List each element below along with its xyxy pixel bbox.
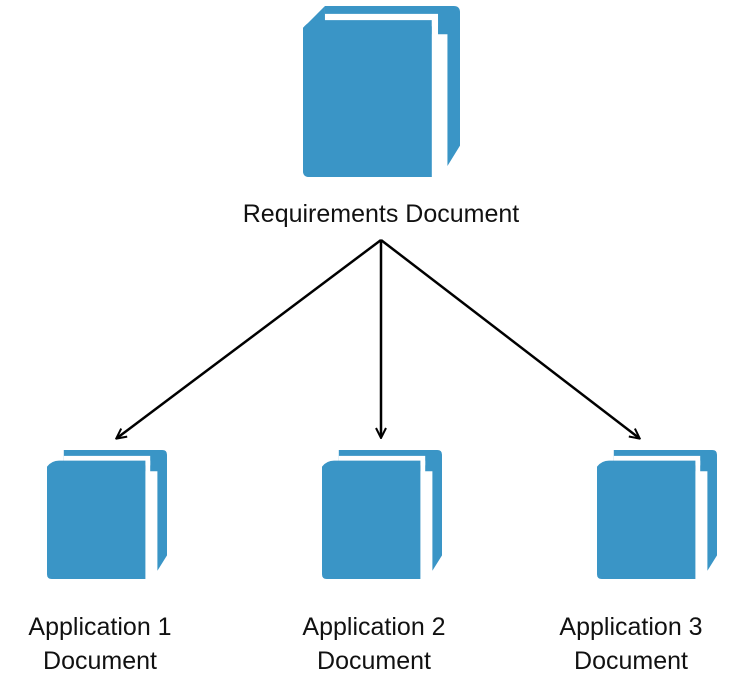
requirements-document-label: Requirements Document	[200, 197, 562, 231]
application-1-book-icon	[47, 450, 167, 579]
application-2-subtitle: Document	[317, 647, 431, 675]
application-1-title: Application 1	[28, 613, 172, 641]
application-2-title: Application 2	[302, 613, 446, 641]
application-3-label: Application 3 Document	[531, 610, 731, 678]
application-2-book-icon	[322, 450, 442, 579]
arrow-to-application-3	[380, 239, 639, 438]
application-1-subtitle: Document	[43, 647, 157, 675]
application-1-label: Application 1 Document	[0, 610, 200, 678]
root-label-text: Requirements Document	[242, 200, 520, 228]
application-3-title: Application 3	[559, 613, 703, 641]
requirements-book-icon	[303, 6, 460, 177]
application-3-subtitle: Document	[574, 647, 688, 675]
arrow-to-application-1	[117, 239, 382, 438]
application-3-book-icon	[597, 450, 717, 579]
application-2-label: Application 2 Document	[274, 610, 474, 678]
